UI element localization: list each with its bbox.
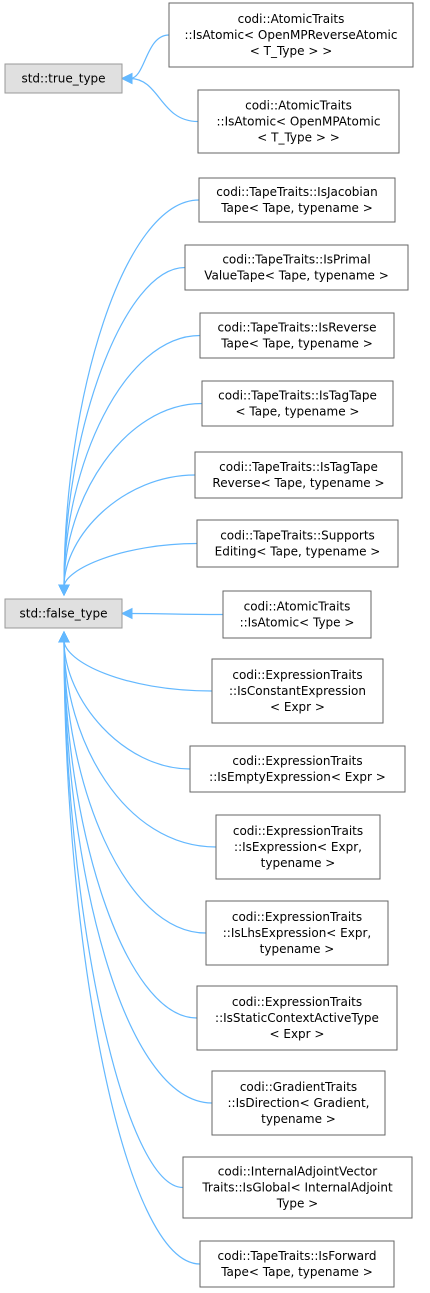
derived-class-node-box — [222, 590, 372, 639]
derived-class-node-box — [198, 177, 396, 223]
derived-class-node-label-line: Traits::IsGlobal< InternalAdjoint — [201, 1181, 393, 1195]
base-class-false-type-label-line: std::false_type — [19, 607, 107, 621]
derived-class-node-label-line: codi::TapeTraits::IsReverse — [218, 321, 377, 335]
inheritance-edge — [129, 77, 199, 123]
derived-class-node-box — [168, 2, 414, 68]
derived-class-node-label-line: codi::TapeTraits::IsTagTape — [219, 460, 378, 474]
derived-class-node-label-line: ValueTape< Tape, typename > — [204, 269, 389, 283]
derived-class-node-label-line: Reverse< Tape, typename > — [212, 476, 384, 490]
inheritance-edge — [63, 639, 207, 934]
derived-class-node-box — [196, 519, 399, 568]
base-class-false-type-box — [4, 598, 123, 629]
inheritance-edge — [63, 639, 184, 1189]
derived-class-node-label-line: ::IsExpression< Expr, — [234, 840, 362, 854]
derived-class-node-label-line: Tape< Tape, typename > — [220, 1265, 373, 1279]
derived-class-node-label-line: ::IsEmptyExpression< Expr > — [209, 770, 386, 784]
inheritance-edge — [63, 639, 213, 692]
inheritance-edge — [129, 34, 170, 80]
derived-class-node-label-line: codi::ExpressionTraits — [232, 910, 362, 924]
inheritance-arrowhead — [120, 607, 133, 620]
inheritance-edge — [63, 199, 200, 588]
derived-class-node-label-line: codi::AtomicTraits — [244, 600, 351, 614]
inheritance-edge — [63, 266, 186, 588]
derived-class-node-label-line: < Tape, typename > — [236, 405, 360, 419]
derived-class-node-label-line: codi::GradientTraits — [240, 1080, 357, 1094]
derived-class-node-label-line: ::IsLhsExpression< Expr, — [223, 926, 371, 940]
derived-class-node-label-line: codi::AtomicTraits — [238, 12, 345, 26]
base-class-true-type-box — [4, 63, 123, 94]
derived-class-node-label-line: ::IsDirection< Gradient, — [227, 1096, 369, 1110]
base-class-true-type-label-line: std::true_type — [21, 72, 105, 86]
derived-class-node-box — [199, 1240, 395, 1288]
derived-class-node-label-line: ::IsAtomic< OpenMPReverseAtomic — [185, 28, 398, 42]
derived-class-node-label-line: typename > — [260, 942, 335, 956]
derived-class-node-box — [211, 658, 384, 724]
inheritance-edge — [63, 474, 196, 588]
inheritance-edge — [63, 542, 198, 588]
derived-class-node-label-line: < Expr > — [270, 700, 325, 714]
inheritance-edge — [63, 402, 203, 588]
derived-class-node-box — [182, 1156, 413, 1219]
inheritance-arrowhead — [58, 584, 70, 597]
derived-class-node-box — [199, 312, 395, 359]
derived-class-node-label-line: ::IsStaticContextActiveType — [215, 1011, 379, 1025]
inheritance-arrowhead — [58, 630, 70, 643]
inheritance-edge — [129, 612, 224, 616]
derived-class-node-label-line: ::IsConstantExpression — [229, 684, 366, 698]
derived-class-node-label-line: codi::TapeTraits::IsPrimal — [222, 253, 370, 267]
derived-class-node-label-line: Type > — [276, 1197, 318, 1211]
inheritance-edge — [63, 639, 213, 1104]
derived-class-node-label-line: Tape< Tape, typename > — [220, 201, 373, 215]
derived-class-node-label-line: typename > — [261, 856, 336, 870]
inheritance-edge — [63, 334, 201, 588]
derived-class-node-label-line: Tape< Tape, typename > — [220, 337, 373, 351]
derived-class-node-box — [196, 985, 398, 1051]
inheritance-arrowhead — [120, 72, 133, 85]
derived-class-node-label-line: codi::TapeTraits::IsJacobian — [216, 185, 377, 199]
derived-class-node-label-line: codi::ExpressionTraits — [232, 754, 362, 768]
derived-class-node-box — [197, 89, 400, 154]
derived-class-node-label-line: typename > — [261, 1112, 336, 1126]
derived-class-node-label-line: codi::ExpressionTraits — [232, 668, 362, 682]
derived-class-node-label-line: codi::ExpressionTraits — [233, 824, 363, 838]
derived-class-node-label-line: codi::InternalAdjointVector — [218, 1165, 377, 1179]
derived-class-node-box — [201, 380, 394, 427]
derived-class-node-label-line: < T_Type > > — [257, 131, 340, 145]
inheritance-edge — [63, 639, 191, 770]
derived-class-node-box — [194, 451, 403, 499]
derived-class-node-label-line: codi::TapeTraits::IsTagTape — [218, 389, 377, 403]
derived-class-node-label-line: ::IsAtomic< Type > — [240, 616, 355, 630]
derived-class-node-label-line: < Expr > — [270, 1027, 325, 1041]
derived-class-node-box — [189, 745, 406, 793]
inheritance-edges — [58, 34, 224, 1265]
inheritance-edge — [63, 639, 217, 848]
derived-class-node-label-line: codi::TapeTraits::Supports — [220, 529, 375, 543]
derived-class-node-label-line: codi::AtomicTraits — [245, 99, 352, 113]
derived-class-node-label-line: codi::TapeTraits::IsForward — [218, 1249, 377, 1263]
derived-class-node-box — [184, 244, 409, 291]
derived-class-node-box — [205, 900, 389, 966]
inheritance-edge — [63, 639, 201, 1265]
derived-class-node-box — [211, 1070, 386, 1136]
derived-class-node-label-line: codi::ExpressionTraits — [232, 995, 362, 1009]
derived-class-node-box — [215, 814, 381, 880]
inheritance-edge — [63, 639, 198, 1019]
derived-class-node-label-line: < T_Type > > — [250, 44, 333, 58]
derived-class-node-label-line: ::IsAtomic< OpenMPAtomic — [217, 115, 381, 129]
derived-class-node-label-line: Editing< Tape, typename > — [215, 545, 381, 559]
